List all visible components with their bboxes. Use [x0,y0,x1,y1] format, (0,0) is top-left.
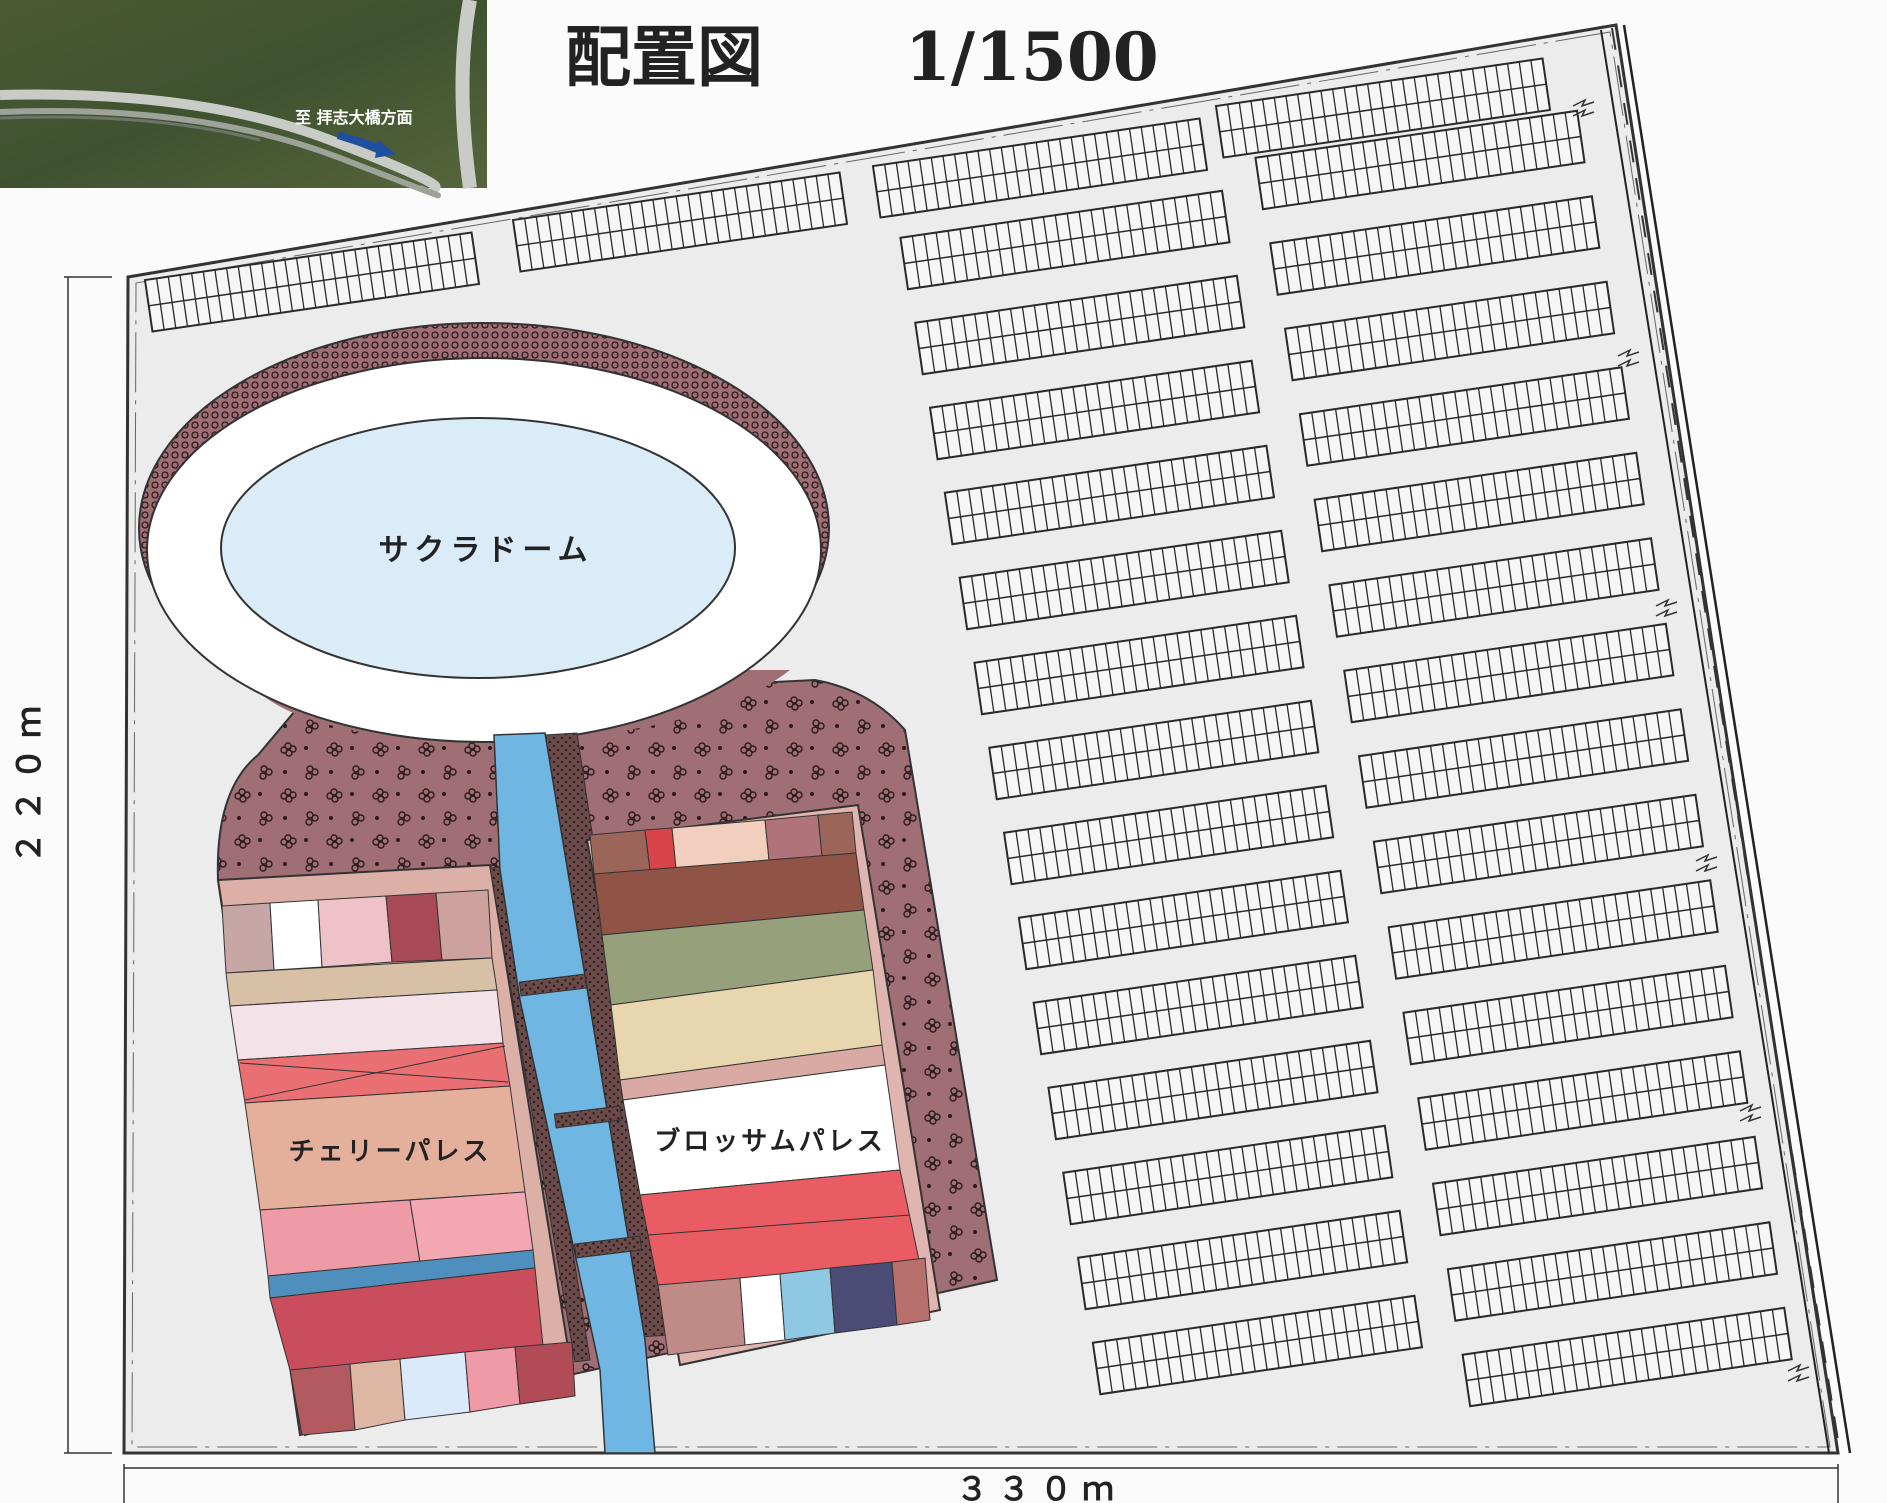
parking-block [973,614,1305,716]
parking-block [1062,1124,1394,1226]
double-arrow-icon [1617,348,1640,368]
parking-block [1002,784,1335,886]
cherry-palace-label: チェリーパレス [289,1137,492,1167]
double-arrow-icon [1695,853,1718,873]
parking-block [1254,109,1586,211]
parking-block [1387,879,1719,980]
parking-block [1328,537,1660,638]
parking-block [1298,366,1631,467]
height-label: ２２０ｍ [10,696,48,864]
height-dimension: ２２０ｍ [10,276,112,1454]
parking-block [1417,1050,1749,1151]
parking-block [1461,1306,1793,1408]
arrow-right-icon [336,131,396,158]
parking-block [914,274,1246,376]
parking-block [1269,195,1601,296]
parking-block [1283,280,1616,382]
entrance-markers [1572,98,1810,1383]
double-arrow-icon [1655,598,1678,618]
parking-block [958,529,1290,631]
double-arrow-icon [1572,98,1595,118]
sakura-dome: サクラドーム [146,336,822,743]
parking-area [143,57,1793,1408]
parking-block [943,444,1276,546]
parking-block [1357,708,1690,809]
blossom-palace-label: ブロッサムパレス [654,1126,885,1157]
map-title: 配置図 [565,18,763,96]
canal [489,732,669,1454]
blossom-palace: ブロッサムパレス [585,803,942,1367]
cherry-palace: チェリーパレス [216,863,576,1437]
parking-block [143,231,481,333]
parking-block [1017,869,1350,971]
parking-block [1431,1135,1764,1237]
parking-block [928,359,1261,461]
parking-block [1402,964,1734,1066]
photo-direction-label: 至 拝志大橋方面 [295,108,413,127]
aerial-photo: 至 拝志大橋方面 [0,0,487,199]
parking-block [1076,1209,1409,1311]
parking-block [1047,1039,1379,1141]
width-dimension: ３３０ｍ [123,1464,1839,1503]
parking-block [1032,954,1364,1056]
double-arrow-icon [1787,1363,1810,1383]
parking-block [1446,1221,1779,1322]
parking-block [988,699,1320,801]
parking-block [871,117,1209,219]
parking-block [1343,622,1675,724]
parking-block [1372,793,1705,895]
width-label: ３３０ｍ [956,1470,1124,1503]
parking-block [1313,451,1645,553]
parking-block [1214,57,1552,159]
parking-block [1091,1294,1424,1396]
parking-block [899,189,1231,291]
parking-block [511,171,849,273]
map-scale: 1/1500 [905,18,1159,96]
dome-label: サクラドーム [378,533,593,568]
double-arrow-icon [1739,1103,1762,1123]
